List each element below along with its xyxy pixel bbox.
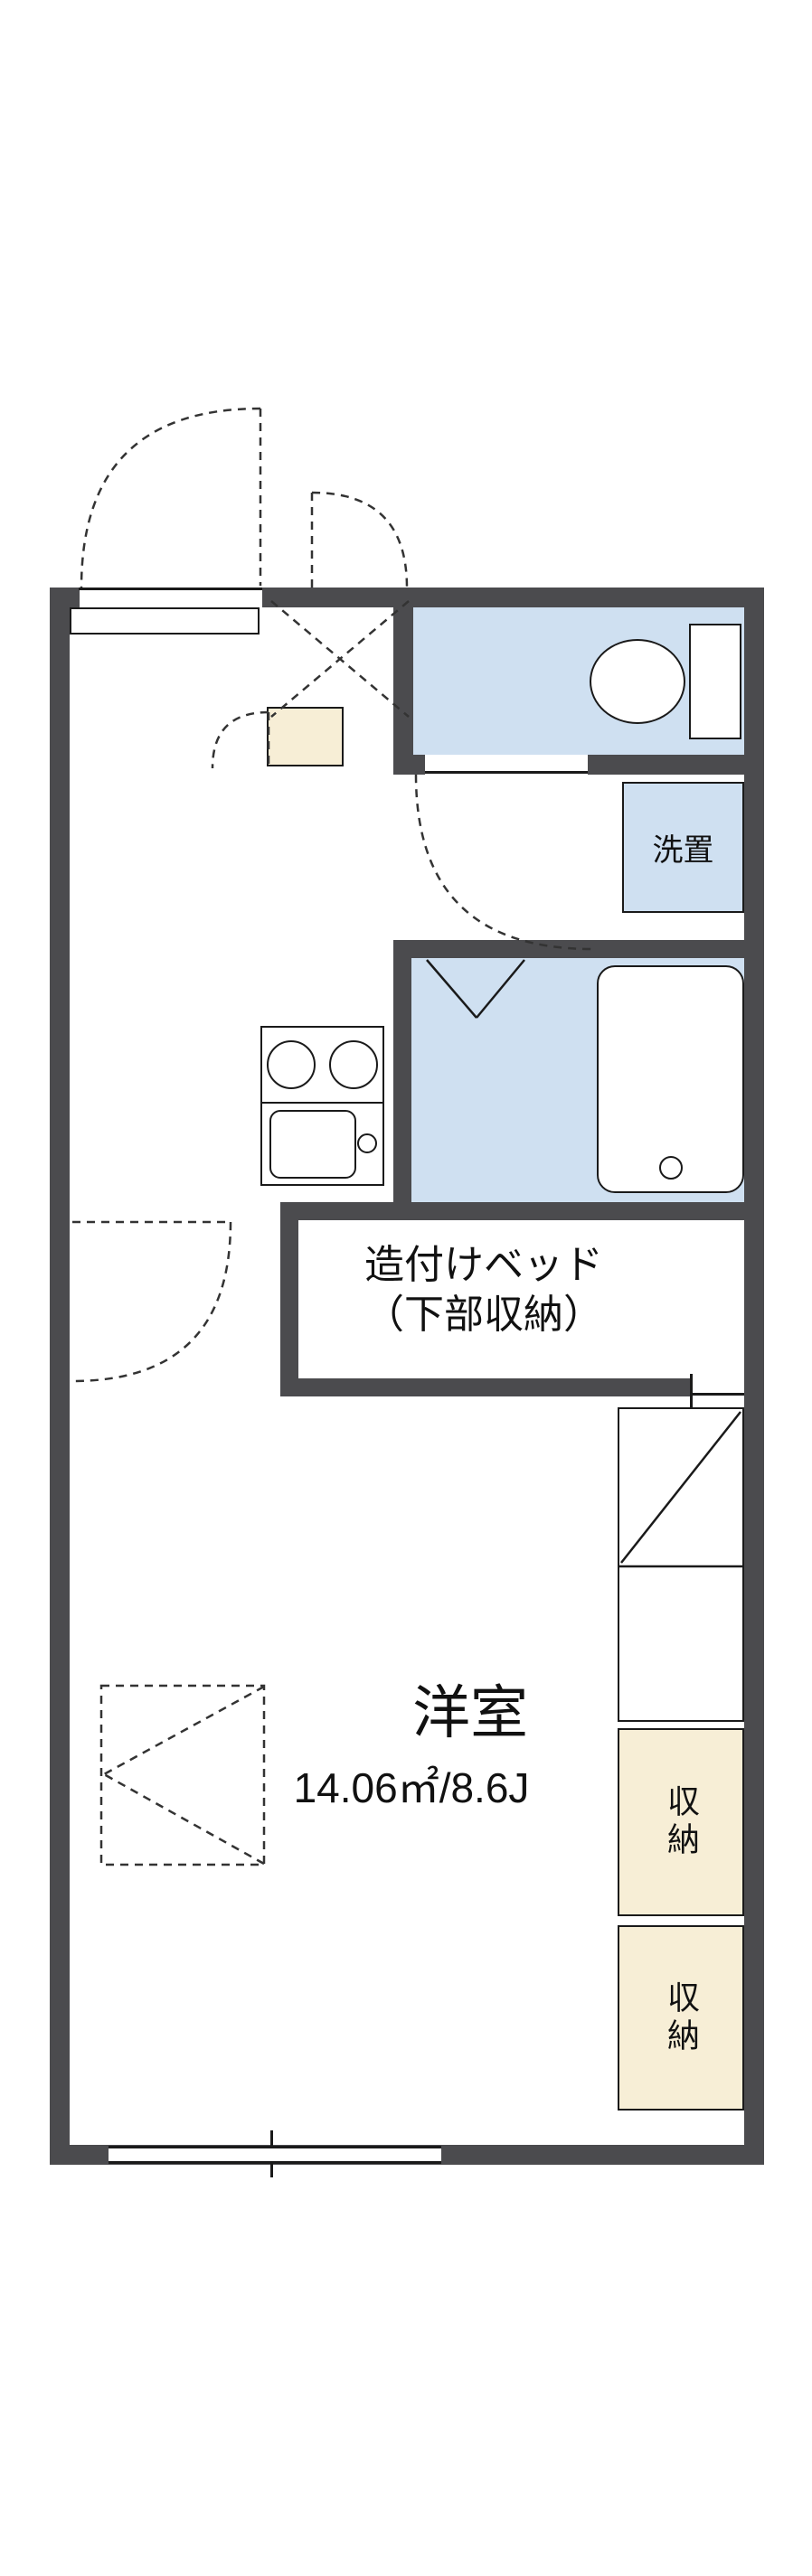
bathtub-drain (659, 1156, 683, 1180)
room-name-label: 洋室 (412, 1680, 528, 1745)
washroom-door-arc (414, 774, 593, 951)
bath-left-wall (393, 940, 411, 1220)
storage-lower-label: 収納 (663, 1979, 700, 2056)
outer-wall-left (50, 588, 70, 2165)
room-size-label: 14.06㎡/8.6J (293, 1764, 530, 1811)
toilet-bottom-wall-left (393, 755, 425, 775)
bed-bottom-wall (280, 1378, 692, 1396)
genkan-door-arc (211, 710, 269, 769)
washer-space: 洗置 (622, 782, 744, 913)
storage-upper-label: 収納 (663, 1784, 700, 1860)
entrance-step (70, 607, 260, 635)
toilet-tank (689, 624, 741, 739)
toilet-bottom-wall-right (588, 755, 764, 775)
bed-top-wall (280, 1202, 764, 1220)
built-in-bed-label: 造付けベッド （下部収納） (289, 1240, 678, 1340)
stove-burner-right (329, 1040, 378, 1089)
bed-opening-line (692, 1393, 744, 1396)
entrance-door-arc (80, 407, 261, 588)
bath-top-wall (393, 940, 764, 958)
pipe-shaft-x-line1 (270, 600, 410, 718)
sink-faucet (357, 1133, 377, 1153)
room-door-arc (71, 1221, 232, 1383)
bay-opening-arrow-top (103, 1685, 265, 1776)
storage-upper: 収納 (618, 1728, 744, 1916)
built-in-bed-line2: （下部収納） (364, 1293, 603, 1337)
genkan-floor (267, 707, 344, 766)
storage-lower: 収納 (618, 1925, 744, 2111)
bed-opening-tick (690, 1374, 693, 1415)
washroom-door-threshold (425, 771, 588, 774)
toilet-left-wall (393, 607, 413, 755)
bed-left-wall (280, 1202, 298, 1396)
toilet-bowl (590, 639, 685, 724)
built-in-bed-line1: 造付けベッド (364, 1243, 603, 1287)
stove-burner-left (267, 1040, 316, 1089)
bottom-window (109, 2146, 441, 2164)
pipe-shaft-x-line2 (270, 600, 410, 718)
meterbox-door-arc (311, 491, 409, 588)
entrance-threshold-line (79, 588, 262, 590)
washer-label: 洗置 (652, 833, 714, 868)
outer-wall-top-right (262, 588, 764, 607)
outer-wall-right (744, 588, 764, 2165)
closet-box (618, 1407, 744, 1722)
sink-basin (269, 1110, 356, 1179)
bathtub (597, 965, 744, 1193)
